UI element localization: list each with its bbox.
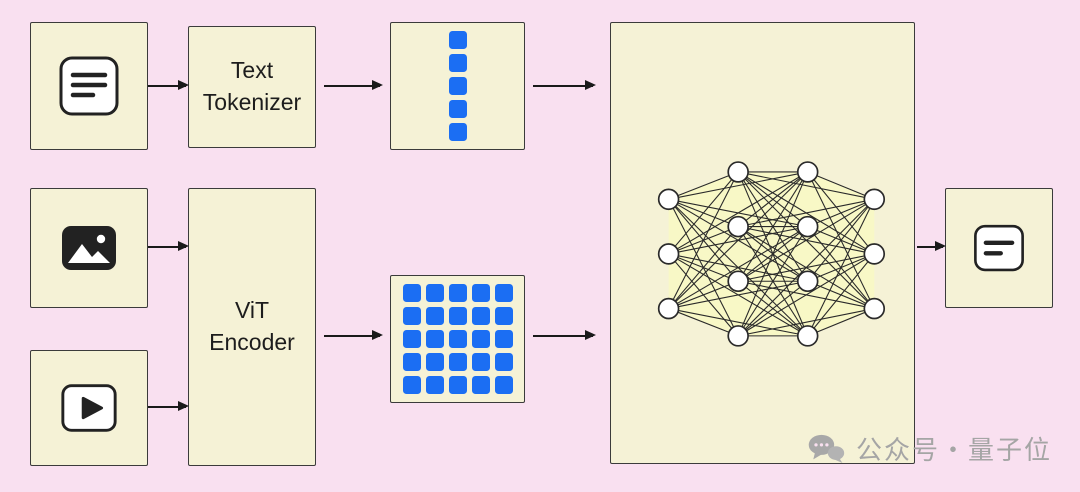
vit-encoder-label: ViT Encoder bbox=[209, 297, 295, 355]
text-token-sequence-box bbox=[390, 22, 525, 150]
token-square bbox=[448, 353, 467, 371]
token-square bbox=[494, 284, 513, 302]
token-square bbox=[448, 330, 467, 348]
image-input-box bbox=[30, 188, 148, 308]
token-square bbox=[471, 376, 490, 394]
watermark-text: 公众号・量子位 bbox=[855, 435, 1052, 465]
arrow-image-to-vit bbox=[148, 240, 189, 251]
arrow-network-to-output bbox=[917, 240, 946, 251]
token-square bbox=[448, 307, 467, 325]
watermark: 公众号・量子位 bbox=[806, 430, 1052, 467]
token-square bbox=[448, 77, 467, 95]
token-square bbox=[425, 330, 444, 348]
token-square bbox=[425, 376, 444, 394]
token-square bbox=[448, 54, 467, 72]
token-square bbox=[402, 376, 421, 394]
token-square bbox=[425, 284, 444, 302]
token-square bbox=[448, 284, 467, 302]
patch-token-grid bbox=[402, 284, 513, 394]
token-square bbox=[425, 353, 444, 371]
text-lines-icon bbox=[59, 56, 119, 116]
token-square bbox=[494, 353, 513, 371]
neural-network-box bbox=[610, 22, 915, 464]
token-square bbox=[448, 123, 467, 141]
token-square bbox=[471, 284, 490, 302]
token-square bbox=[402, 353, 421, 371]
video-input-box bbox=[30, 350, 148, 466]
chat-bubbles-icon bbox=[808, 434, 845, 464]
token-square bbox=[471, 307, 490, 325]
token-square bbox=[402, 284, 421, 302]
token-square bbox=[471, 330, 490, 348]
patch-token-grid-box bbox=[390, 275, 525, 403]
token-square bbox=[448, 100, 467, 118]
token-square bbox=[494, 330, 513, 348]
image-icon bbox=[62, 226, 116, 270]
arrow-video-to-vit bbox=[148, 400, 189, 411]
arrow-tokens-to-network bbox=[533, 79, 596, 90]
token-square bbox=[448, 376, 467, 394]
arrow-text-to-tokenizer bbox=[148, 79, 189, 90]
token-square bbox=[494, 376, 513, 394]
neural-network-svg bbox=[657, 161, 886, 347]
text-output-box bbox=[945, 188, 1053, 308]
token-square bbox=[425, 307, 444, 325]
token-square bbox=[471, 353, 490, 371]
text-tokenizer-label: Text Tokenizer bbox=[202, 57, 302, 115]
token-square bbox=[402, 307, 421, 325]
token-square bbox=[402, 330, 421, 348]
network-hull-shape bbox=[668, 172, 875, 336]
arrow-tokenizer-to-tokens bbox=[324, 79, 383, 90]
arrow-patches-to-network bbox=[533, 329, 596, 340]
text-input-box bbox=[30, 22, 148, 150]
text-output-icon bbox=[974, 224, 1024, 272]
token-square bbox=[448, 31, 467, 49]
arrow-vit-to-patches bbox=[324, 329, 383, 340]
video-play-icon bbox=[61, 384, 117, 432]
text-tokenizer-box: Text Tokenizer bbox=[188, 26, 316, 148]
text-token-column bbox=[448, 31, 467, 141]
token-square bbox=[494, 307, 513, 325]
vit-encoder-box: ViT Encoder bbox=[188, 188, 316, 466]
